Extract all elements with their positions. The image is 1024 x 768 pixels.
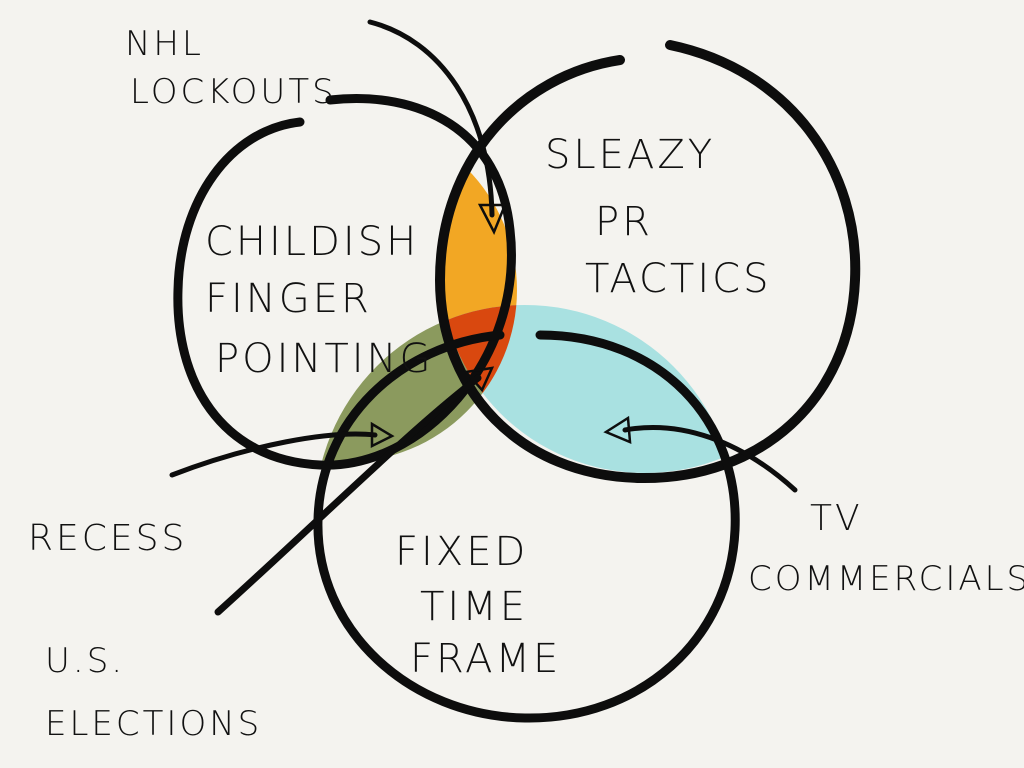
left-label-3: POINTING: [215, 336, 433, 382]
recess-arrowhead: [370, 421, 395, 449]
elections-arrowhead: [463, 366, 495, 393]
elections-arrow: [214, 374, 482, 616]
right-label-2: PR: [595, 199, 653, 245]
right-label-3: TACTICS: [585, 256, 771, 302]
nhl-label-2: LOCKOUTS: [130, 72, 337, 112]
bottom-label-2: TIME: [420, 584, 528, 630]
bottom-label-1: FIXED: [395, 529, 528, 575]
bottom-label-3: FRAME: [410, 636, 561, 682]
left-label-2: FINGER: [205, 276, 372, 322]
bottom-circle: [313, 330, 740, 723]
nhl-label-1: NHL: [125, 24, 204, 64]
tv-arrow: [622, 425, 798, 493]
overlap-left-bottom: [315, 305, 517, 462]
recess-label: RECESS: [28, 518, 187, 559]
nhl-arrowhead: [477, 203, 507, 235]
elections-label-2: ELECTIONS: [45, 704, 262, 744]
recess-arrow: [169, 431, 378, 478]
overlap-right-bottom: [440, 305, 735, 473]
tv-label-2: COMMERCIALS: [748, 559, 1024, 599]
left-label-1: CHILDISH: [205, 219, 419, 265]
elections-label-1: U.S.: [45, 641, 125, 681]
nhl-arrow: [367, 19, 495, 218]
right-circle: [434, 40, 861, 484]
right-label-1: SLEAZY: [545, 132, 715, 178]
tv-label-1: TV: [810, 498, 863, 539]
tv-arrowhead: [603, 415, 632, 444]
